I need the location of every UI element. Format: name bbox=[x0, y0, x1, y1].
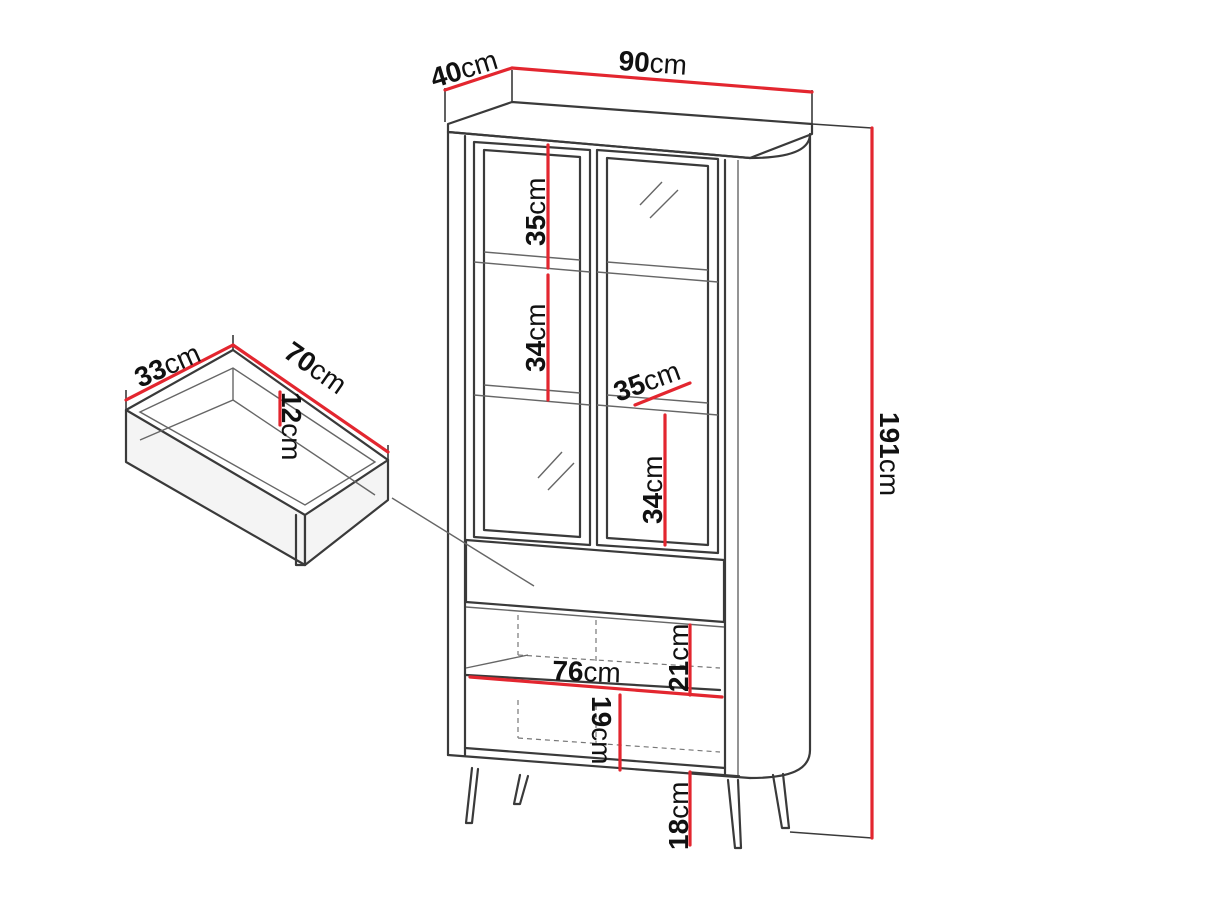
dim-line-drawer-width bbox=[231, 343, 390, 454]
label-cabinet-width: 90cm bbox=[618, 45, 688, 81]
label-inner-width: 76cm bbox=[552, 655, 622, 688]
label-shelf-top: 35cm bbox=[520, 178, 551, 246]
label-shelf-middle: 34cm bbox=[520, 304, 551, 372]
dimension-labels: 40cm 90cm 191cm 35cm 34cm 35cm 34cm 21cm… bbox=[130, 44, 905, 850]
label-cabinet-height: 191cm bbox=[874, 412, 905, 496]
dim-line-drawer-depth bbox=[124, 343, 235, 402]
label-shelf-lower: 34cm bbox=[637, 456, 668, 524]
label-open-compartment: 21cm bbox=[663, 624, 694, 692]
label-leg-height: 18cm bbox=[663, 782, 694, 850]
label-cabinet-depth: 40cm bbox=[427, 44, 502, 94]
label-bottom-compartment: 19cm bbox=[586, 696, 617, 764]
label-drawer-depth: 33cm bbox=[130, 337, 205, 393]
dimension-lines bbox=[124, 66, 874, 847]
dim-line-cabinet-width bbox=[510, 66, 814, 94]
dim-line-inner-width bbox=[468, 675, 724, 699]
dim-line-shelf-depth bbox=[633, 381, 692, 407]
label-drawer-height: 12cm bbox=[276, 392, 307, 460]
dim-line-cabinet-depth bbox=[443, 66, 514, 92]
